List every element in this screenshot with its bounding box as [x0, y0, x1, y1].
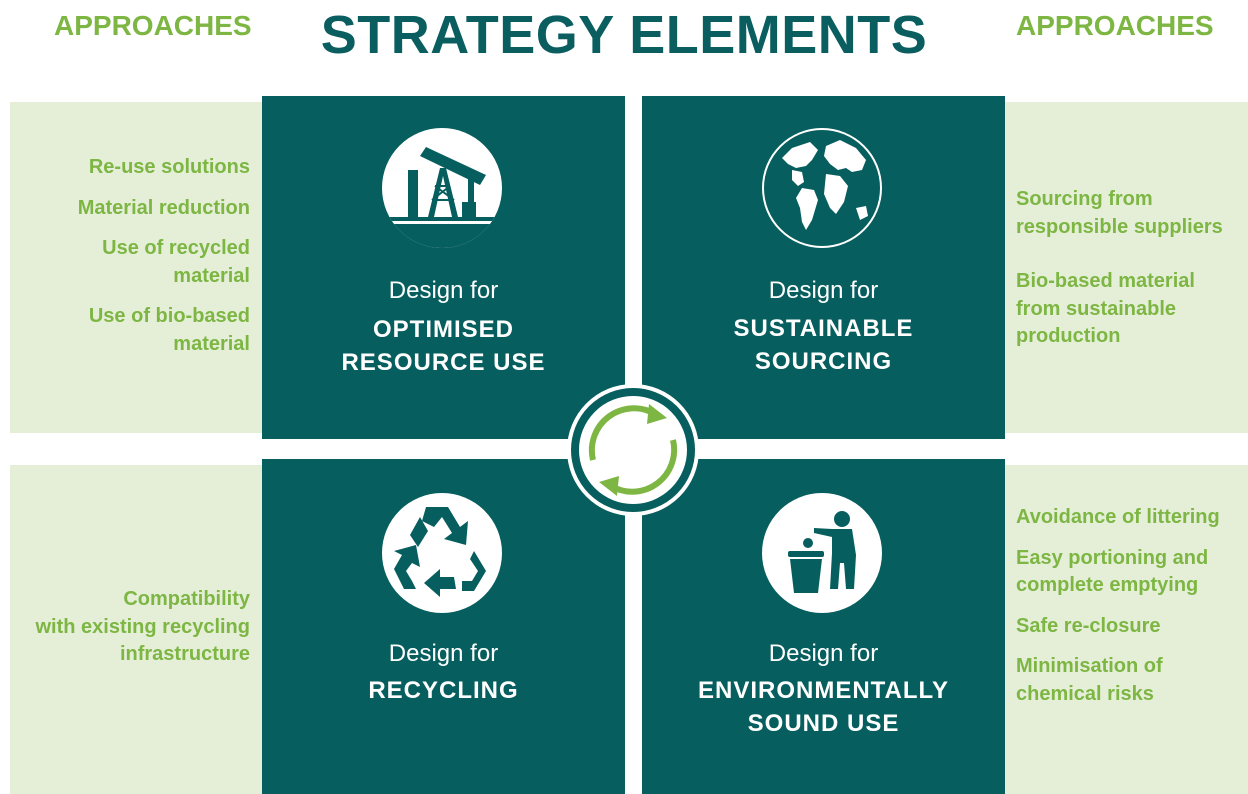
quadrant-label-line: SOURCING — [754, 348, 893, 375]
globe-icon — [762, 128, 882, 248]
quadrant-pre-label: Design for — [388, 640, 499, 667]
approaches-left-title: APPROACHES — [54, 10, 252, 41]
approach-item: Safe re-closure — [1016, 614, 1161, 637]
quadrant-main-label: OPTIMISED RESOURCE USE — [262, 313, 625, 379]
quadrant-label-line: SOUND USE — [747, 710, 900, 737]
approach-item: Avoidance of littering — [1016, 506, 1220, 528]
right-bottom-band — [1005, 465, 1248, 794]
approach-item: Material reduction — [77, 196, 250, 219]
page-title: STRATEGY ELEMENTS — [320, 5, 928, 65]
left-bottom-band — [10, 465, 262, 794]
quadrant-sustainable-sourcing: Design for SUSTAINABLE SOURCING — [642, 96, 1005, 439]
approach-item: Sourcing from responsible suppliers — [1016, 188, 1223, 238]
approach-item: Minimisation of chemical risks — [1016, 655, 1163, 705]
quadrant-main-label: ENVIRONMENTALLY SOUND USE — [642, 674, 1005, 740]
quadrant-label-line: OPTIMISED — [372, 316, 514, 343]
quadrant-optimised-resource-use: Design for OPTIMISED RESOURCE USE — [262, 96, 625, 439]
recycle-icon — [382, 493, 502, 613]
tidy-man-icon — [762, 493, 882, 613]
oil-pump-icon — [382, 128, 502, 248]
quadrant-recycling: Design for RECYCLING — [262, 459, 625, 794]
quadrant-environmentally-sound-use: Design for ENVIRONMENTALLY SOUND USE — [642, 459, 1005, 794]
approaches-list-resource-use: Re-use solutions Material reduction Use … — [78, 154, 250, 358]
approach-item: Use of bio-based material — [88, 305, 250, 355]
quadrant-main-label: RECYCLING — [262, 674, 625, 707]
approach-item: Use of recycled material — [102, 237, 250, 287]
approaches-list-recycling: Compatibility with existing recycling in… — [35, 586, 250, 669]
approach-item: Bio-based material from sustainable prod… — [1016, 270, 1195, 347]
quadrant-label-line: ENVIRONMENTALLY — [697, 677, 949, 704]
quadrant-pre-label: Design for — [768, 277, 879, 304]
quadrant-pre-label: Design for — [768, 640, 879, 667]
cycle-icon — [567, 384, 699, 516]
approach-item: Easy portioning and complete emptying — [1016, 546, 1209, 597]
approach-item: Re-use solutions — [88, 156, 250, 178]
quadrant-main-label: SUSTAINABLE SOURCING — [642, 312, 1005, 378]
approaches-list-sound-use: Avoidance of littering Easy portioning a… — [1016, 504, 1220, 708]
approaches-list-sourcing: Sourcing from responsible suppliers Bio-… — [1016, 186, 1223, 351]
approach-item: Compatibility with existing recycling in… — [35, 588, 250, 665]
right-top-band — [1005, 102, 1248, 433]
quadrant-label-line: SUSTAINABLE — [733, 315, 914, 342]
quadrant-pre-label: Design for — [388, 277, 499, 304]
quadrant-label-line: RECYCLING — [368, 677, 519, 704]
approaches-right-title: APPROACHES — [1016, 10, 1214, 41]
quadrant-label-line: RESOURCE USE — [341, 349, 546, 376]
left-top-band — [10, 102, 262, 433]
